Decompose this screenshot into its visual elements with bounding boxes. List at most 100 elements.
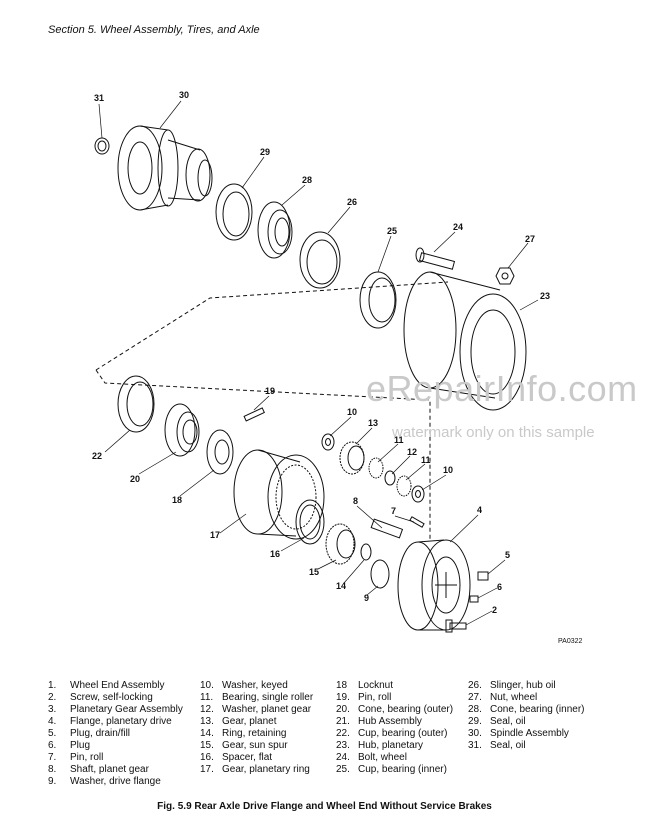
part-5-plug	[477, 571, 489, 581]
legend-item: 16.Spacer, flat	[200, 752, 273, 763]
legend-item: 17.Gear, planetary ring	[200, 764, 310, 775]
callout-23: 23	[540, 291, 550, 301]
callout-5: 5	[505, 550, 510, 560]
part-4-flange	[397, 539, 471, 631]
part-15-sun-gear	[325, 523, 356, 565]
part-17-ring-gear	[233, 449, 325, 540]
legend-item: 30.Spindle Assembly	[468, 728, 569, 739]
part-26-slinger	[299, 231, 341, 289]
callout-14: 14	[336, 581, 346, 591]
legend-item: 21.Hub Assembly	[336, 716, 422, 727]
legend-item: 26.Slinger, hub oil	[468, 680, 556, 691]
legend-column-1: 1.Wheel End Assembly 2.Screw, self-locki…	[48, 680, 183, 788]
part-6-plug	[469, 595, 479, 603]
callout-27: 27	[525, 234, 535, 244]
legend-item: 29.Seal, oil	[468, 716, 526, 727]
callout-9: 9	[364, 593, 369, 603]
legend-item: 31.Seal, oil	[468, 740, 526, 751]
part-2-screw	[445, 619, 467, 633]
callout-18: 18	[172, 495, 182, 505]
legend-item: 28.Cone, bearing (inner)	[468, 704, 585, 715]
callout-4: 4	[477, 505, 482, 515]
legend-item: 27.Nut, wheel	[468, 692, 538, 703]
legend-item: 14.Ring, retaining	[200, 728, 287, 739]
part-28-cone-bearing	[257, 201, 293, 259]
legend-item: 11.Bearing, single roller	[200, 692, 314, 703]
legend-item: 20.Cone, bearing (outer)	[336, 704, 454, 715]
callout-10b: 10	[443, 465, 453, 475]
part-25-cup-bearing	[359, 271, 397, 329]
legend-item: 23.Hub, planetary	[336, 740, 424, 751]
callout-7: 7	[391, 506, 396, 516]
callout-25: 25	[387, 226, 397, 236]
legend-column-4: 26.Slinger, hub oil 27.Nut, wheel 28.Con…	[468, 680, 585, 752]
part-12-washer	[384, 470, 396, 486]
part-9-washer	[370, 559, 390, 589]
legend-item: 3.Planetary Gear Assembly	[48, 704, 183, 715]
part-10-washer	[321, 433, 335, 451]
part-23-planetary-hub	[403, 271, 527, 411]
part-19-pin	[243, 407, 265, 422]
callout-13: 13	[368, 418, 378, 428]
section-header: Section 5. Wheel Assembly, Tires, and Ax…	[48, 24, 260, 36]
part-11-bearing	[368, 457, 384, 479]
callout-30: 30	[179, 90, 189, 100]
watermark-note: watermark only on this sample	[392, 424, 595, 441]
part-18-locknut	[206, 429, 234, 475]
callout-19: 19	[265, 386, 275, 396]
part-8-shaft	[370, 518, 404, 539]
legend-item: 2.Screw, self-locking	[48, 692, 153, 703]
legend-item: 7.Pin, roll	[48, 752, 104, 763]
leader-lines	[98, 100, 539, 626]
callout-26: 26	[347, 197, 357, 207]
callout-20: 20	[130, 474, 140, 484]
part-14-retaining-ring	[360, 543, 372, 561]
part-30-spindle	[117, 125, 213, 211]
watermark-logo: eRepairInfo.com	[366, 368, 638, 409]
legend-item: 25.Cup, bearing (inner)	[336, 764, 447, 775]
legend-item: 10.Washer, keyed	[200, 680, 288, 691]
callout-22: 22	[92, 451, 102, 461]
part-24-bolt	[415, 247, 456, 270]
exploded-parts-diagram: 31 30 29 28 26 25 24 27 23 19 10 13 11 1…	[92, 90, 550, 633]
legend-item: 24.Bolt, wheel	[336, 752, 407, 763]
callout-8: 8	[353, 496, 358, 506]
legend-item: 12.Washer, planet gear	[200, 704, 312, 715]
legend-item: 5.Plug, drain/fill	[48, 728, 131, 739]
callout-6: 6	[497, 582, 502, 592]
part-31-seal	[94, 137, 110, 155]
legend-item: 15.Gear, sun spur	[200, 740, 288, 751]
part-7-pin	[409, 516, 425, 528]
callout-29: 29	[260, 147, 270, 157]
legend-item: 8.Shaft, planet gear	[48, 764, 149, 775]
legend-item: 1.Wheel End Assembly	[48, 680, 165, 691]
callout-11b: 11	[421, 455, 431, 465]
callout-17: 17	[210, 530, 220, 540]
callout-16: 16	[270, 549, 280, 559]
part-27-nut	[495, 267, 515, 285]
legend-item: 6.Plug	[48, 740, 91, 751]
callout-15: 15	[309, 567, 319, 577]
callout-31: 31	[94, 93, 104, 103]
callout-10: 10	[347, 407, 357, 417]
part-10-washer-2	[411, 485, 425, 503]
part-20-cone-bearing	[164, 403, 200, 457]
callout-11: 11	[394, 435, 404, 445]
part-13-planet-gear	[339, 441, 365, 475]
legend-item: 22.Cup, bearing (outer)	[336, 728, 448, 739]
part-22-cup-bearing	[117, 375, 155, 433]
legend-item: 9.Washer, drive flange	[48, 776, 161, 787]
callout-12: 12	[407, 447, 417, 457]
legend-item: 19.Pin, roll	[336, 692, 392, 703]
legend-column-2: 10.Washer, keyed 11.Bearing, single roll…	[200, 680, 313, 776]
assembly-guide-line	[95, 281, 449, 540]
callout-2: 2	[492, 605, 497, 615]
figure-doc-id: PA0322	[558, 638, 583, 645]
legend-item: 4.Flange, planetary drive	[48, 716, 172, 727]
part-29-seal	[215, 183, 253, 241]
callout-24: 24	[453, 222, 463, 232]
callout-28: 28	[302, 175, 312, 185]
part-16-spacer	[295, 499, 325, 545]
